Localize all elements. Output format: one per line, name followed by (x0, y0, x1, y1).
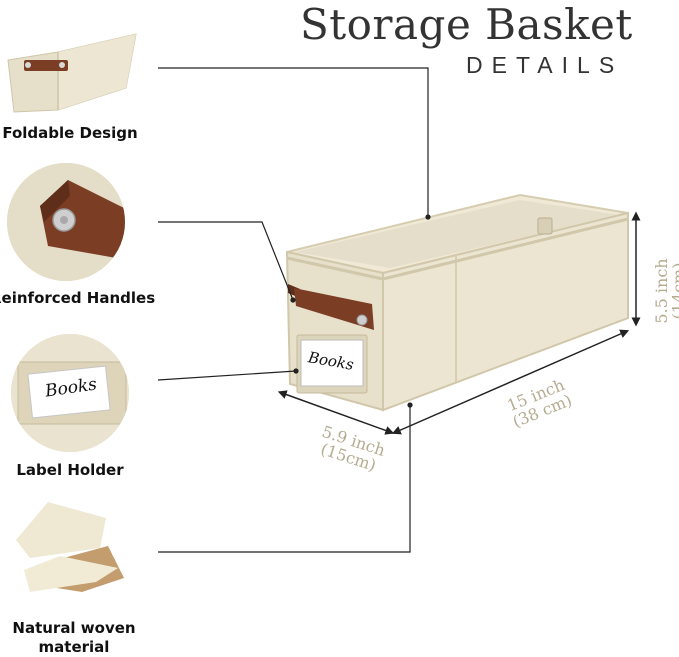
feature-label-line2: material (38, 638, 110, 656)
page-title: Storage Basket (300, 0, 633, 49)
material-leader-line (158, 405, 411, 553)
handles-leader-line (158, 221, 294, 301)
height-line1: 5.5 inch (652, 258, 671, 324)
height-line2: (14cm) (669, 262, 679, 320)
label-holder-leader-line (157, 370, 297, 381)
feature-label-reinforced-handles: Reinforced Handles (0, 289, 156, 307)
foldable-design-image (7, 33, 137, 113)
natural-woven-material-image (16, 502, 124, 592)
feature-label-label-holder: Label Holder (16, 461, 124, 479)
leader-lines (157, 67, 431, 553)
page-subtitle: DETAILS (466, 52, 624, 78)
feature-label-foldable-design: Foldable Design (2, 124, 138, 142)
feature-label-line1: Natural woven (12, 619, 136, 637)
width-dimension-arrow (277, 390, 395, 435)
label-holder-image (11, 334, 129, 452)
feature-label-natural-woven-material: Natural woven material (0, 619, 154, 657)
foldable-leader-line (158, 67, 429, 217)
reinforced-handles-image (7, 163, 125, 281)
length-dimension-arrow (391, 329, 630, 435)
height-dimension-label: 5.5 inch (14cm) (620, 238, 679, 323)
